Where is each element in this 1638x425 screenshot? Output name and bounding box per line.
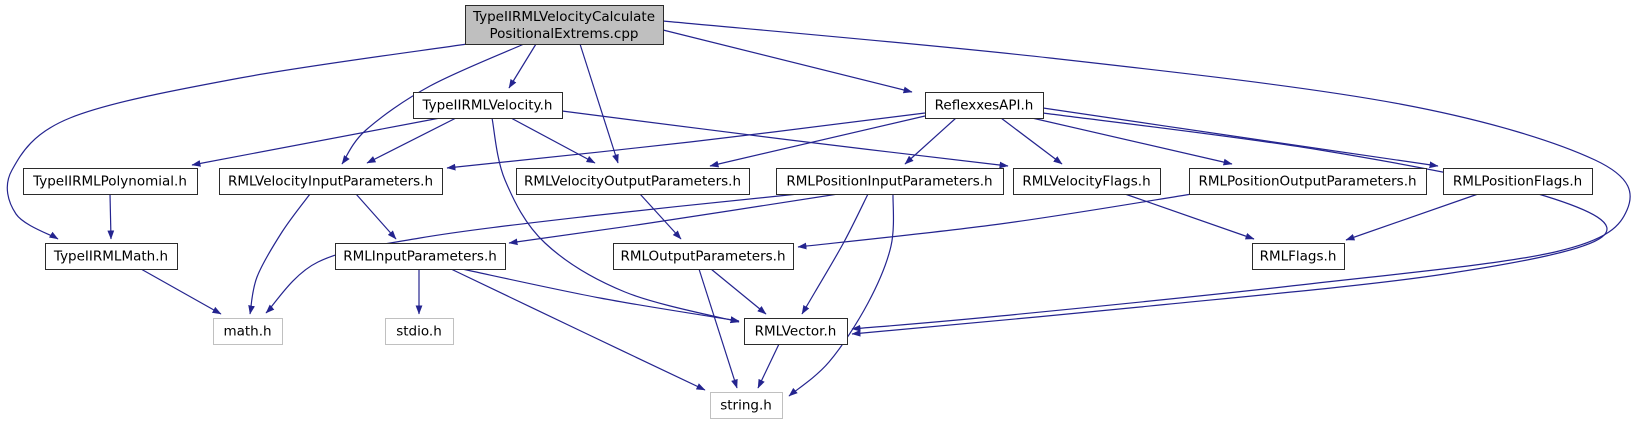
edge-rmlpositioninputparameters-h-to-string-h (788, 193, 895, 397)
node-rmlpositionoutputparameters-h[interactable]: RMLPositionOutputParameters.h (1189, 168, 1427, 195)
edge-typeiirmlvelocity-h-to-rmlvector-h (491, 117, 740, 324)
node-label: TypeIIRMLMath.h (53, 249, 168, 265)
edge-rmlvelocityflags-h-to-rmlflags-h (1124, 193, 1255, 240)
node-label-line: RMLVelocityOutputParameters.h (524, 174, 741, 190)
node-label-line: string.h (720, 398, 772, 414)
node-rmlpositionflags-h[interactable]: RMLPositionFlags.h (1443, 168, 1593, 195)
node-label-line: RMLVelocityInputParameters.h (228, 174, 433, 190)
edge-reflexxesapi-h-to-rmlvelocityflags-h (1000, 117, 1063, 165)
edge-reflexxesapi-h-to-rmlvector-h (851, 112, 1608, 337)
node-label: RMLFlags.h (1260, 249, 1337, 265)
node-label: stdio.h (396, 324, 442, 340)
node-label-line: RMLVector.h (755, 324, 837, 340)
node-label-line: TypeIIRMLVelocity.h (422, 98, 553, 114)
node-label-line: TypeIIRMLPolynomial.h (32, 174, 187, 190)
edge-rmlvelocityinputparameters-h-to-math-h (248, 193, 311, 315)
node-label-line: RMLPositionOutputParameters.h (1198, 174, 1416, 190)
edge-rmloutputparameters-h-to-rmlvector-h (710, 268, 767, 315)
edge-typeiirmlpolynomial-h-to-typeiirmlmath-h (107, 193, 115, 240)
node-label: string.h (720, 398, 772, 414)
edge-reflexxesapi-h-to-rmlvelocityoutputparameters-h (709, 115, 926, 168)
node-typeiirmlvelocity-h[interactable]: TypeIIRMLVelocity.h (413, 92, 563, 119)
edge-rmlvelocityinputparameters-h-to-rmlinputparameters-h (355, 193, 397, 240)
edge-typeiirmlvelocity-h-to-typeiirmlpolynomial-h (191, 117, 441, 167)
node-string-h: string.h (710, 392, 783, 419)
node-label-line: TypeIIRMLVelocityCalculate (472, 9, 655, 25)
node-label: RMLVelocityFlags.h (1022, 174, 1150, 190)
node-label-line: RMLOutputParameters.h (620, 249, 785, 265)
node-label-line: RMLInputParameters.h (343, 249, 497, 265)
edge-reflexxesapi-h-to-rmlpositionoutputparameters-h (1031, 117, 1233, 166)
node-label: TypeIIRMLVelocity.h (422, 98, 553, 114)
node-rmlvelocityflags-h[interactable]: RMLVelocityFlags.h (1013, 168, 1161, 195)
node-label-line: RMLPositionFlags.h (1453, 174, 1582, 190)
node-label: RMLVelocityInputParameters.h (228, 174, 433, 190)
edge-cpp-to-rmlvelocityinputparameters-h (341, 43, 525, 165)
edge-typeiirmlvelocity-h-to-rmlvelocityflags-h (561, 110, 1009, 169)
edge-typeiirmlmath-h-to-math-h (140, 268, 222, 315)
edges-layer (6, 20, 1631, 397)
edge-rmlvelocityoutputparameters-h-to-rmloutputparameters-h (639, 193, 682, 240)
node-typeiirmlmath-h[interactable]: TypeIIRMLMath.h (45, 243, 178, 270)
node-label: RMLPositionFlags.h (1453, 174, 1582, 190)
node-label: RMLPositionInputParameters.h (786, 174, 992, 190)
node-label: TypeIIRMLPolynomial.h (32, 174, 187, 190)
edge-rmlpositionoutputparameters-h-to-rmloutputparameters-h (797, 193, 1193, 250)
node-rmlpositioninputparameters-h[interactable]: RMLPositionInputParameters.h (776, 168, 1004, 195)
node-label: RMLOutputParameters.h (620, 249, 785, 265)
node-stdio-h: stdio.h (385, 318, 454, 345)
node-rmlvector-h[interactable]: RMLVector.h (744, 318, 848, 345)
node-label-line: RMLFlags.h (1260, 249, 1337, 265)
node-label-line: TypeIIRMLMath.h (53, 249, 168, 265)
node-label: RMLInputParameters.h (343, 249, 497, 265)
edge-reflexxesapi-h-to-rmlvelocityinputparameters-h (446, 112, 926, 171)
node-label-line: RMLVelocityFlags.h (1022, 174, 1150, 190)
node-rmlinputparameters-h[interactable]: RMLInputParameters.h (335, 243, 506, 270)
node-reflexxesapi-h[interactable]: ReflexxesAPI.h (925, 92, 1044, 119)
edge-typeiirmlvelocity-h-to-rmlvelocityinputparameters-h (366, 117, 457, 164)
edge-cpp-to-typeiirmlmath-h (6, 43, 468, 240)
node-label-line: ReflexxesAPI.h (935, 98, 1034, 114)
edge-reflexxesapi-h-to-rmlpositioninputparameters-h (904, 117, 957, 165)
edge-rmlpositioninputparameters-h-to-rmlvector-h (801, 193, 869, 315)
node-rmlflags-h[interactable]: RMLFlags.h (1252, 243, 1345, 270)
node-rmlvelocityinputparameters-h[interactable]: RMLVelocityInputParameters.h (219, 168, 443, 195)
node-label: RMLVelocityOutputParameters.h (524, 174, 741, 190)
edge-rmlpositionflags-h-to-rmlflags-h (1345, 193, 1479, 241)
node-label: RMLVector.h (755, 324, 837, 340)
node-rmlvelocityoutputparameters-h[interactable]: RMLVelocityOutputParameters.h (516, 168, 750, 195)
node-math-h: math.h (213, 318, 283, 345)
edge-rmloutputparameters-h-to-string-h (698, 268, 738, 389)
edge-cpp-to-typeiirmlvelocity-h (508, 43, 537, 89)
edge-cpp-to-rmlvelocityoutputparameters-h (579, 43, 619, 164)
edge-rmlinputparameters-h-to-rmlvector-h (461, 268, 740, 323)
node-label: math.h (223, 324, 271, 340)
node-label-line: math.h (223, 324, 271, 340)
edge-cpp-to-rmlvector-h (662, 20, 1631, 332)
node-label: ReflexxesAPI.h (935, 98, 1034, 114)
node-label-line: RMLPositionInputParameters.h (786, 174, 992, 190)
node-label-line: stdio.h (396, 324, 442, 340)
node-rmloutputparameters-h[interactable]: RMLOutputParameters.h (613, 243, 794, 270)
edge-rmlinputparameters-h-to-string-h (450, 268, 706, 391)
node-label: RMLPositionOutputParameters.h (1198, 174, 1416, 190)
edge-reflexxesapi-h-to-rmlpositionflags-h (1042, 107, 1439, 169)
edge-cpp-to-reflexxesapi-h (662, 29, 913, 94)
node-label-line: PositionalExtrems.cpp (490, 26, 639, 42)
node-typeiirmlpolynomial-h[interactable]: TypeIIRMLPolynomial.h (23, 168, 198, 195)
edge-rmlpositioninputparameters-h-to-math-h (265, 193, 799, 314)
edge-rmlvector-h-to-string-h (757, 343, 780, 389)
edge-typeiirmlvelocity-h-to-rmlvelocityoutputparameters-h (510, 117, 596, 164)
edge-rmlpositioninputparameters-h-to-rmlinputparameters-h (508, 193, 839, 246)
